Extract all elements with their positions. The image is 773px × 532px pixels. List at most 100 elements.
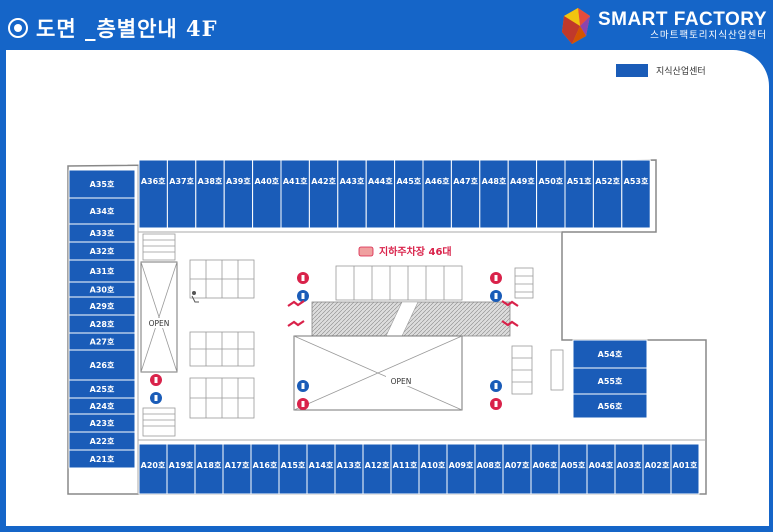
restroom-figure xyxy=(494,401,498,407)
unit-A04[interactable]: A04호 xyxy=(586,443,616,495)
unit-A30[interactable]: A30호 xyxy=(68,281,136,298)
unit-A47[interactable]: A47호 xyxy=(450,159,481,229)
unit-label: A31호 xyxy=(90,266,115,276)
stairs-right xyxy=(514,267,534,299)
unit-A44[interactable]: A44호 xyxy=(365,159,396,229)
unit-A56[interactable]: A56호 xyxy=(572,393,648,419)
unit-A54[interactable]: A54호 xyxy=(572,339,648,369)
unit-A40[interactable]: A40호 xyxy=(252,159,282,229)
unit-label: A26호 xyxy=(90,360,115,370)
unit-label: A11호 xyxy=(393,460,418,470)
unit-A13[interactable]: A13호 xyxy=(334,443,364,495)
restroom-figure xyxy=(301,275,305,281)
unit-label: A01호 xyxy=(673,460,698,470)
unit-A48[interactable]: A48호 xyxy=(479,159,509,229)
exit-arrow-icon xyxy=(287,300,305,307)
unit-label: A40호 xyxy=(254,176,279,186)
unit-A39[interactable]: A39호 xyxy=(223,159,254,229)
unit-A16[interactable]: A16호 xyxy=(250,443,280,495)
unit-A32[interactable]: A32호 xyxy=(68,241,136,261)
unit-A02[interactable]: A02호 xyxy=(642,443,672,495)
logo-text-sub: 스마트팩토리지식산업센터 xyxy=(650,30,767,41)
unit-label: A30호 xyxy=(90,285,115,295)
unit-label: A33호 xyxy=(90,228,115,238)
unit-A10[interactable]: A10호 xyxy=(418,443,448,495)
unit-A55[interactable]: A55호 xyxy=(572,367,648,395)
unit-label: A22호 xyxy=(90,436,115,446)
unit-label: A12호 xyxy=(365,460,390,470)
unit-A49[interactable]: A49호 xyxy=(507,159,538,229)
unit-A29[interactable]: A29호 xyxy=(68,296,136,316)
unit-label: A53호 xyxy=(624,176,649,186)
unit-A36[interactable]: A36호 xyxy=(138,159,168,229)
unit-A12[interactable]: A12호 xyxy=(362,443,392,495)
unit-A50[interactable]: A50호 xyxy=(536,159,566,229)
unit-label: A25호 xyxy=(90,384,115,394)
unit-A43[interactable]: A43호 xyxy=(337,159,367,229)
unit-label: A10호 xyxy=(421,460,446,470)
unit-A07[interactable]: A07호 xyxy=(502,443,532,495)
unit-A06[interactable]: A06호 xyxy=(530,443,560,495)
unit-A21[interactable]: A21호 xyxy=(68,449,136,469)
unit-A52[interactable]: A52호 xyxy=(592,159,623,229)
unit-label: A45호 xyxy=(396,176,421,186)
unit-A45[interactable]: A45호 xyxy=(394,159,424,229)
unit-A46[interactable]: A46호 xyxy=(422,159,452,229)
legend-swatch xyxy=(616,64,648,77)
unit-label: A38호 xyxy=(198,176,223,186)
unit-A24[interactable]: A24호 xyxy=(68,397,136,415)
unit-A22[interactable]: A22호 xyxy=(68,431,136,451)
unit-label: A54호 xyxy=(598,349,623,359)
unit-label: A52호 xyxy=(595,176,620,186)
unit-A17[interactable]: A17호 xyxy=(222,443,252,495)
unit-A35[interactable]: A35호 xyxy=(68,169,136,199)
unit-label: A07호 xyxy=(505,460,530,470)
unit-A33[interactable]: A33호 xyxy=(68,223,136,243)
unit-A51[interactable]: A51호 xyxy=(564,159,594,229)
unit-A03[interactable]: A03호 xyxy=(614,443,644,495)
restroom-figure xyxy=(301,293,305,299)
unit-A28[interactable]: A28호 xyxy=(68,314,136,334)
unit-A14[interactable]: A14호 xyxy=(306,443,336,495)
unit-A05[interactable]: A05호 xyxy=(558,443,588,495)
unit-A38[interactable]: A38호 xyxy=(195,159,225,229)
unit-label: A35호 xyxy=(90,179,115,189)
unit-A09[interactable]: A09호 xyxy=(446,443,476,495)
restroom-figure xyxy=(301,383,305,389)
unit-label: A44호 xyxy=(368,176,393,186)
left-open-atrium: OPEN xyxy=(140,261,178,373)
open-center-label: OPEN xyxy=(391,377,412,386)
unit-A23[interactable]: A23호 xyxy=(68,413,136,433)
unit-A53[interactable]: A53호 xyxy=(621,159,651,229)
unit-A01[interactable]: A01호 xyxy=(670,443,700,495)
unit-A15[interactable]: A15호 xyxy=(278,443,308,495)
stairs-left-bottom xyxy=(142,407,176,437)
unit-A27[interactable]: A27호 xyxy=(68,332,136,351)
unit-A25[interactable]: A25호 xyxy=(68,379,136,399)
unit-label: A19호 xyxy=(169,460,194,470)
center-open-atrium: OPEN xyxy=(293,335,463,411)
restroom-figure xyxy=(494,293,498,299)
unit-label: A23호 xyxy=(90,418,115,428)
unit-A18[interactable]: A18호 xyxy=(194,443,224,495)
parking-stalls-left xyxy=(189,259,255,419)
unit-A41[interactable]: A41호 xyxy=(280,159,310,229)
logo-text-main: SMART FACTORY xyxy=(597,9,767,30)
unit-label: A04호 xyxy=(589,460,614,470)
unit-A19[interactable]: A19호 xyxy=(166,443,196,495)
unit-A34[interactable]: A34호 xyxy=(68,197,136,225)
unit-A26[interactable]: A26호 xyxy=(68,349,136,381)
exit-arrows xyxy=(287,300,519,327)
unit-label: A32호 xyxy=(90,246,115,256)
unit-A37[interactable]: A37호 xyxy=(166,159,197,229)
unit-A08[interactable]: A08호 xyxy=(474,443,504,495)
unit-A11[interactable]: A11호 xyxy=(390,443,420,495)
unit-A31[interactable]: A31호 xyxy=(68,259,136,283)
unit-A42[interactable]: A42호 xyxy=(308,159,339,229)
legend: 지식산업센터 xyxy=(616,64,706,77)
unit-A20[interactable]: A20호 xyxy=(138,443,168,495)
brand-logo: SMART FACTORY 스마트팩토리지식산업센터 xyxy=(560,6,767,46)
restroom-figure xyxy=(301,401,305,407)
